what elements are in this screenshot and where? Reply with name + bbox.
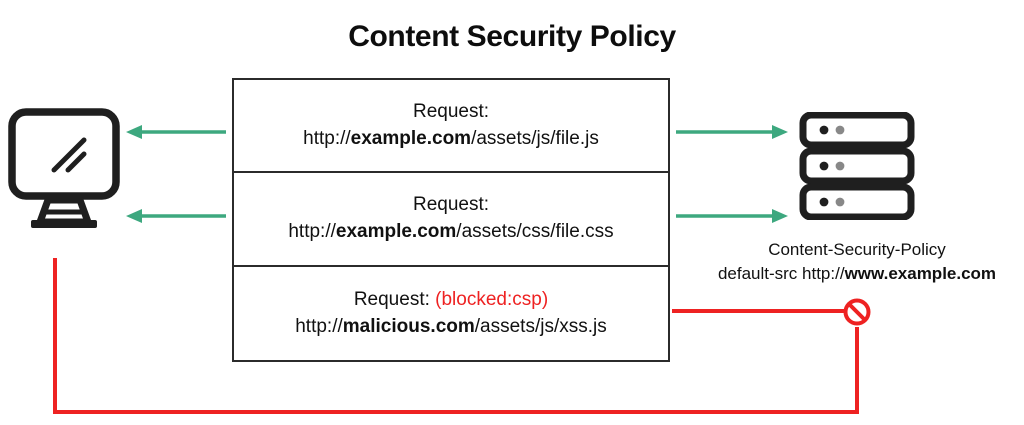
- request-label-line: Request:: [413, 192, 489, 218]
- requests-panel: Request: http://example.com/assets/js/fi…: [232, 78, 670, 362]
- url-domain: example.com: [335, 221, 457, 243]
- server-rack-icon: [799, 112, 915, 220]
- request-label: Request:: [412, 194, 490, 216]
- url-path: /assets/js/xss.js: [474, 315, 607, 337]
- arrow-right-green-row-2: [676, 209, 788, 223]
- blocked-status-badge: (blocked:csp): [435, 288, 549, 310]
- arrow-left-green-row-1: [126, 125, 226, 139]
- arrow-right-green-row-1: [676, 125, 788, 139]
- request-label: Request:: [412, 101, 490, 123]
- request-label-line: Request: (blocked:csp): [354, 287, 548, 313]
- request-row: Request: http://example.com/assets/css/f…: [234, 173, 668, 267]
- url-scheme: http://: [288, 221, 336, 243]
- url-path: /assets/js/file.js: [471, 128, 599, 150]
- request-label-line: Request:: [413, 99, 489, 125]
- request-url-line: http://example.com/assets/css/file.css: [288, 218, 613, 245]
- prohibition-no-entry-icon: [843, 298, 871, 326]
- csp-header-value: default-src http://www.example.com: [690, 262, 1024, 286]
- arrow-left-green-row-2: [126, 209, 226, 223]
- request-url-line: http://malicious.com/assets/js/xss.js: [295, 313, 607, 340]
- csp-directive-domain: www.example.com: [844, 264, 997, 283]
- url-domain: malicious.com: [342, 315, 475, 337]
- url-scheme: http://: [303, 128, 351, 150]
- csp-header-caption: Content-Security-Policy default-src http…: [690, 238, 1024, 286]
- url-scheme: http://: [295, 315, 343, 337]
- desktop-monitor-icon: [8, 108, 120, 228]
- request-label: Request:: [353, 288, 430, 310]
- page-title: Content Security Policy: [348, 20, 676, 53]
- request-url-line: http://example.com/assets/js/file.js: [303, 125, 599, 152]
- url-path: /assets/css/file.css: [456, 221, 614, 243]
- csp-header-name: Content-Security-Policy: [768, 240, 946, 259]
- request-row: Request: http://example.com/assets/js/fi…: [234, 80, 668, 174]
- csp-directive-prefix: default-src http://: [717, 264, 845, 283]
- url-domain: example.com: [350, 128, 472, 150]
- request-row-blocked: Request: (blocked:csp) http://malicious.…: [234, 267, 668, 360]
